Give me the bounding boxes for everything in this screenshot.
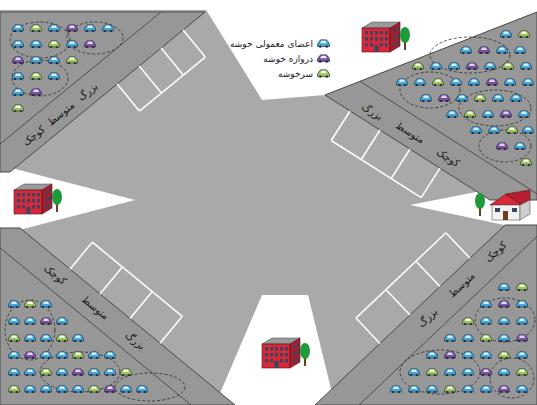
cars <box>9 25 534 393</box>
legend-text: اعضای معمولی خوشه <box>230 39 313 49</box>
parking-stall-lines <box>70 30 470 344</box>
cluster-outlines <box>5 22 535 401</box>
legend: اعضای معمولی خوشه دروازه خوشه سرخوشه <box>200 36 330 81</box>
parking-lots <box>0 12 537 405</box>
legend-row: سرخوشه <box>200 66 330 81</box>
legend-swatch <box>317 69 330 78</box>
buildings <box>14 22 530 368</box>
house <box>475 190 530 220</box>
legend-swatch <box>317 39 330 48</box>
lane-lines <box>0 12 537 405</box>
legend-swatch <box>317 54 330 63</box>
legend-text: سرخوشه <box>278 69 313 79</box>
legend-row: دروازه خوشه <box>200 51 330 66</box>
legend-text: دروازه خوشه <box>263 54 313 64</box>
legend-row: اعضای معمولی خوشه <box>200 36 330 51</box>
